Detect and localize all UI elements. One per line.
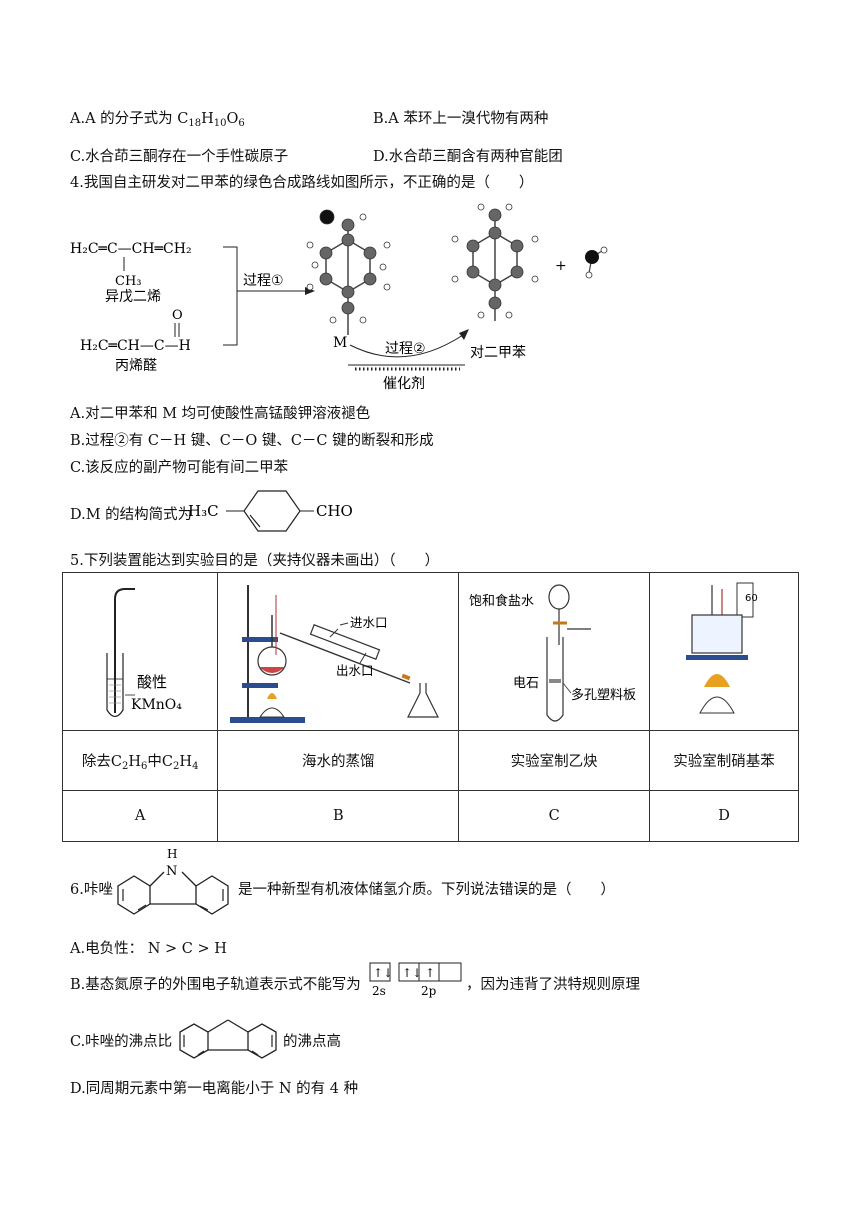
isoprene-formula: H₂C═C—CH═CH₂ bbox=[70, 241, 192, 257]
acrolein-name: 丙烯醛 bbox=[115, 358, 157, 374]
label-water-out: 出水口 bbox=[336, 663, 374, 678]
acrolein-o: O bbox=[172, 308, 183, 323]
apparatus-d-cell: 60 bbox=[649, 572, 799, 731]
svg-text:↑↓: ↑↓ bbox=[402, 966, 422, 980]
m-molecule-model bbox=[306, 209, 391, 335]
water-model bbox=[585, 246, 608, 279]
orbital-diagram: ↑↓ ↑↓ ↑ 2s 2p bbox=[369, 962, 462, 998]
m-structure: H₃C CHO bbox=[188, 490, 353, 532]
apparatus-d-image: 60 bbox=[686, 582, 758, 713]
option-letter-a: A bbox=[61, 790, 219, 842]
fluorene-structure bbox=[179, 1019, 277, 1059]
isoprene-name: 异戊二烯 bbox=[105, 289, 161, 305]
q3-option-b: B.A 苯环上一溴代物有两种 bbox=[373, 111, 549, 127]
q4-synthesis-diagram: H₂C═C—CH═CH₂ CH₃ 异戊二烯 O H₂C═CH—C—H 丙烯醛 过… bbox=[70, 203, 608, 392]
svg-text:H: H bbox=[167, 847, 177, 861]
q4-option-b: B.过程②有 C－H 键、C－O 键、C－C 键的断裂和形成 bbox=[70, 433, 434, 449]
apparatus-b-image: 进水口 出水口 bbox=[230, 584, 440, 723]
label-acidic: 酸性 bbox=[137, 673, 167, 691]
label-carbide: 电石 bbox=[513, 676, 539, 691]
apparatus-a-image: 酸性 KMnO₄ bbox=[106, 587, 182, 717]
m-label: M bbox=[333, 335, 347, 351]
label-kmno4: KMnO₄ bbox=[131, 697, 182, 713]
q5-stem: 5.下列装置能达到实验目的是（夹持仪器未画出）（ ） bbox=[70, 553, 440, 569]
q5-apparatus-table: 酸性 KMnO₄ bbox=[61, 572, 799, 842]
q6-option-c-pre: C.咔唑的沸点比 bbox=[70, 1034, 173, 1050]
svg-text:2p: 2p bbox=[421, 984, 437, 998]
q3-option-c: C.水合茚三酮存在一个手性碳原子 bbox=[70, 149, 289, 165]
label-plate: 多孔塑料板 bbox=[571, 687, 636, 703]
svg-text:↑↓: ↑↓ bbox=[373, 966, 393, 980]
q6-option-d: D.同周期元素中第一电离能小于 N 的有 4 种 bbox=[70, 1081, 359, 1097]
catalyst-label: 催化剂 bbox=[383, 376, 425, 392]
product-label: 对二甲苯 bbox=[470, 344, 526, 361]
process2-label: 过程② bbox=[385, 341, 426, 357]
purpose-d: 实验室制硝基苯 bbox=[649, 730, 799, 791]
q4-option-d: D.M 的结构简式为 bbox=[70, 507, 193, 523]
carbazole-structure: H N bbox=[117, 847, 229, 915]
apparatus-c-cell: 饱和食盐水 电石 多孔塑料板 bbox=[458, 572, 651, 731]
label-thermo: 60 bbox=[745, 593, 758, 604]
q6-stem-pre: 6.咔唑 bbox=[70, 882, 113, 898]
apparatus-a-cell: 酸性 KMnO₄ bbox=[61, 572, 219, 731]
option-letter-c: C bbox=[458, 790, 651, 842]
q4-option-c: C.该反应的副产物可能有间二甲苯 bbox=[70, 460, 289, 476]
q3-option-a: A.A 的分子式为 C18H10O6 bbox=[70, 111, 245, 129]
q6-stem-post: 是一种新型有机液体储氢介质。下列说法错误的是（ ） bbox=[238, 882, 615, 898]
label-water-in: 进水口 bbox=[350, 615, 388, 630]
q4-stem: 4.我国自主研发对二甲苯的绿色合成路线如图所示，不正确的是（ ） bbox=[70, 175, 534, 191]
plus-sign: + bbox=[555, 258, 567, 274]
apparatus-c-image: 饱和食盐水 电石 多孔塑料板 bbox=[469, 583, 636, 722]
formula-a: C18H10O6 bbox=[177, 111, 245, 129]
acrolein-formula: H₂C═CH—C—H bbox=[80, 338, 191, 354]
svg-text:H₃C: H₃C bbox=[188, 502, 219, 520]
process1-label: 过程① bbox=[243, 273, 284, 289]
svg-text:N: N bbox=[166, 864, 177, 879]
label-brine: 饱和食盐水 bbox=[469, 593, 534, 609]
q6-option-a: A.电负性： N > C > H bbox=[70, 941, 227, 957]
purpose-b: 海水的蒸馏 bbox=[217, 730, 460, 791]
p-xylene-model bbox=[451, 203, 539, 321]
apparatus-b-cell: 进水口 出水口 bbox=[217, 572, 460, 731]
q6-option-b-post: ，因为违背了洪特规则原理 bbox=[466, 977, 640, 993]
option-letter-b: B bbox=[217, 790, 460, 842]
q6-option-b-pre: B.基态氮原子的外围电子轨道表示式不能写为 bbox=[70, 977, 361, 993]
svg-text:↑: ↑ bbox=[425, 966, 435, 980]
purpose-c: 实验室制乙炔 bbox=[458, 730, 651, 791]
option-letter-d: D bbox=[649, 790, 799, 842]
q3-option-d: D.水合茚三酮含有两种官能团 bbox=[373, 149, 563, 165]
q4-option-a: A.对二甲苯和 M 均可使酸性高锰酸钾溶液褪色 bbox=[70, 406, 371, 422]
q6-option-c-post: 的沸点高 bbox=[283, 1034, 341, 1050]
isoprene-ch3: CH₃ bbox=[115, 274, 142, 289]
svg-text:2s: 2s bbox=[372, 984, 386, 998]
svg-text:CHO: CHO bbox=[316, 502, 353, 520]
purpose-a: 除去C2H6中C2H4 bbox=[61, 730, 219, 791]
